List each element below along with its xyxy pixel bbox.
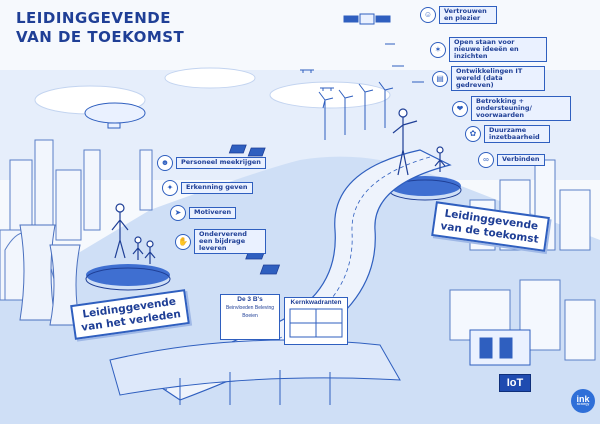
iot-label: IoT (499, 374, 531, 392)
chart-icon: ▤ (432, 70, 448, 87)
future-item-2: ✶ Open staan voor nieuwe ideeën en inzic… (430, 37, 547, 63)
future-item-label: Ontwikkelingen IT wereld (data gedreven) (451, 66, 545, 92)
rocket-icon: ➤ (170, 205, 186, 221)
blimp (84, 102, 146, 129)
bulb-icon: ✶ (430, 41, 446, 58)
future-item-6: ∞ Verbinden (478, 152, 545, 168)
smile-icon: ☺ (420, 7, 436, 24)
satellite (343, 13, 391, 25)
past-item-label: Erkenning geven (181, 182, 253, 194)
leaf-icon: ✿ (465, 126, 481, 143)
future-item-5: ✿ Duurzame inzetbaarheid (465, 125, 550, 144)
brand-sub: strategy (576, 402, 590, 406)
handshake-icon: ✦ (162, 180, 178, 196)
kernkwadranten-title: Kernkwadranten (290, 299, 342, 306)
past-item-2: ✦ Erkenning geven (162, 180, 253, 196)
three-bs-word: Beinvloeden (225, 305, 254, 311)
clouds (34, 67, 391, 115)
kernkwadranten-board: Kernkwadranten (284, 297, 348, 345)
future-figures (392, 108, 446, 176)
past-figures (111, 203, 156, 264)
people-icon: ☻ (157, 155, 173, 171)
future-item-4: ❤ Betrokking + ondersteuning/ voorwaarde… (452, 96, 571, 122)
future-item-1: ☺ Vertrouwen en plezier (420, 6, 497, 25)
past-item-label: Motiveren (189, 207, 237, 219)
past-item-label: Personeel meekrijgen (176, 157, 266, 169)
past-item-label: Onderverend een bijdrage leveren (194, 229, 266, 255)
page-title-line1: LEIDINGGEVENDE (16, 9, 171, 27)
three-bs-word: Boeien (242, 313, 258, 319)
past-item-3: ➤ Motiveren (170, 205, 237, 221)
three-bs-title: De 3 B's (237, 296, 263, 303)
page-title-line2: VAN DE TOEKOMST (16, 28, 185, 46)
future-item-label: Verbinden (497, 154, 545, 166)
brand-name: ink (576, 394, 590, 404)
drones (300, 43, 424, 91)
support-icon: ❤ (452, 100, 468, 117)
future-item-label: Vertrouwen en plezier (439, 6, 497, 25)
three-bs-word: Beleving (254, 305, 275, 311)
bridge (109, 339, 401, 396)
past-item-4: ✋ Onderverend een bijdrage leveren (175, 229, 266, 255)
past-item-1: ☻ Personeel meekrijgen (157, 155, 266, 171)
quadrant-grid (289, 308, 343, 338)
wind-turbines (318, 81, 394, 140)
link-icon: ∞ (478, 152, 494, 168)
brand-logo: ink strategy (571, 389, 595, 413)
future-item-3: ▤ Ontwikkelingen IT wereld (data gedreve… (432, 66, 545, 92)
iot-site (469, 329, 531, 366)
past-platform (86, 264, 170, 286)
solar-panels (228, 144, 281, 275)
future-item-label: Duurzame inzetbaarheid (484, 125, 550, 144)
three-bs-board: De 3 B's Beinvloeden Beleving Boeien (220, 294, 280, 340)
future-item-label: Open staan voor nieuwe ideeën en inzicht… (449, 37, 547, 63)
hand-icon: ✋ (175, 233, 191, 250)
future-item-label: Betrokking + ondersteuning/ voorwaarden (471, 96, 571, 122)
